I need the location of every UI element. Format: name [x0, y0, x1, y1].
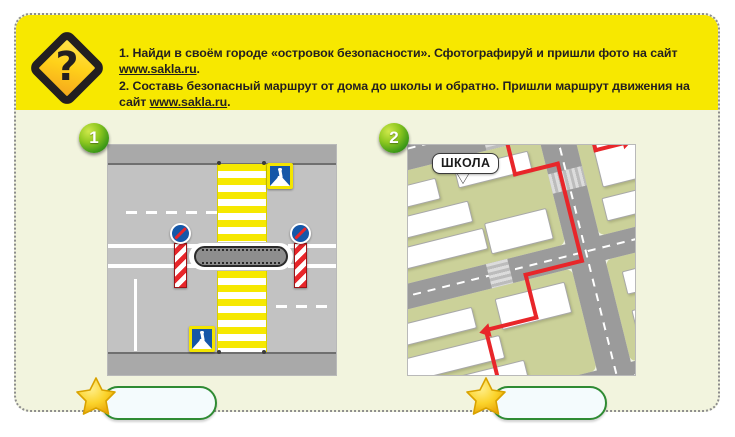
ped-sign-inner-top	[270, 166, 290, 186]
question-sign-glyph: ?	[55, 43, 79, 90]
kerb-dot-4	[262, 350, 266, 354]
figure-badge-1: 1	[79, 123, 109, 153]
school-label: ШКОЛА	[432, 153, 500, 174]
pedestrian-crossing-sign-bottom	[189, 326, 215, 352]
question-mark-sign-icon: ?	[27, 28, 107, 108]
ped-sign-triangle-bottom	[192, 338, 212, 349]
figure-badge-2-label: 2	[389, 127, 399, 147]
task-2-text: 2. Составь безопасный маршрут от дома до…	[119, 78, 690, 110]
centre-line-left-lower	[108, 264, 200, 268]
star-icon-2	[466, 377, 506, 415]
bottom-dark-asphalt	[108, 353, 336, 375]
worksheet-card-clip: ? 1. Найди в своём городе «островок безо…	[16, 15, 718, 410]
ped-sign-head-bottom	[200, 331, 204, 335]
school-label-pointer	[457, 173, 469, 183]
centre-line-left-upper	[108, 244, 200, 248]
top-dark-asphalt	[108, 145, 336, 164]
centre-line-right-lower	[288, 264, 336, 268]
kerb-dot-3	[217, 350, 221, 354]
barrier-post-right	[294, 243, 307, 288]
task-2-suffix: .	[227, 95, 231, 110]
no-parking-sign-right	[290, 223, 311, 244]
figure-1-canvas	[108, 145, 336, 375]
zebra-crossing-upper	[217, 164, 267, 242]
no-parking-sign-left	[170, 223, 191, 244]
figure-route-map: ШКОЛА	[407, 144, 636, 376]
map-rotated-layer	[408, 145, 635, 375]
figure-badge-1-label: 1	[89, 127, 99, 147]
task-1-text: 1. Найди в своём городе «островок безопа…	[119, 46, 678, 60]
centre-line-right-upper	[288, 244, 336, 248]
answer-field-2[interactable]	[491, 386, 607, 420]
map-surface	[408, 145, 635, 375]
figure-2-canvas: ШКОЛА	[408, 145, 635, 375]
edge-line-vertical-left	[134, 279, 137, 351]
answer-field-1[interactable]	[101, 386, 217, 420]
figure-badge-2: 2	[379, 123, 409, 153]
barrier-post-left	[174, 243, 187, 288]
instruction-banner: ? 1. Найди в своём городе «островок безо…	[16, 15, 718, 110]
pedestrian-crossing-sign-top	[267, 163, 293, 189]
instruction-line-1: 1. Найди в своём городе «островок безопа…	[119, 45, 704, 78]
worksheet-card: ? 1. Найди в своём городе «островок безо…	[14, 13, 720, 420]
ped-sign-head-top	[278, 168, 282, 172]
ped-sign-inner-bottom	[192, 329, 212, 349]
sakla-link-1[interactable]: www.sakla.ru	[119, 62, 197, 77]
star-icon-1	[76, 377, 116, 415]
refuge-island	[194, 246, 288, 267]
kerb-dot-1	[217, 160, 221, 165]
kerb-dot-2	[262, 160, 266, 165]
answer-group-1	[75, 376, 225, 432]
kerb-line-top	[108, 163, 336, 165]
instruction-text: 1. Найди в своём городе «островок безопа…	[119, 45, 704, 111]
instruction-line-2: 2. Составь безопасный маршрут от дома до…	[119, 78, 704, 111]
answer-group-2	[465, 376, 615, 432]
figure-crosswalk-diagram	[107, 144, 337, 376]
zebra-crossing-lower	[217, 271, 267, 352]
task-1-suffix: .	[196, 62, 200, 77]
kerb-line-bottom	[108, 352, 336, 354]
lane-dash-upper-left	[126, 211, 218, 214]
sakla-link-2[interactable]: www.sakla.ru	[149, 95, 228, 110]
lane-dash-lower-right	[276, 305, 336, 308]
ped-sign-triangle-top	[270, 175, 290, 186]
